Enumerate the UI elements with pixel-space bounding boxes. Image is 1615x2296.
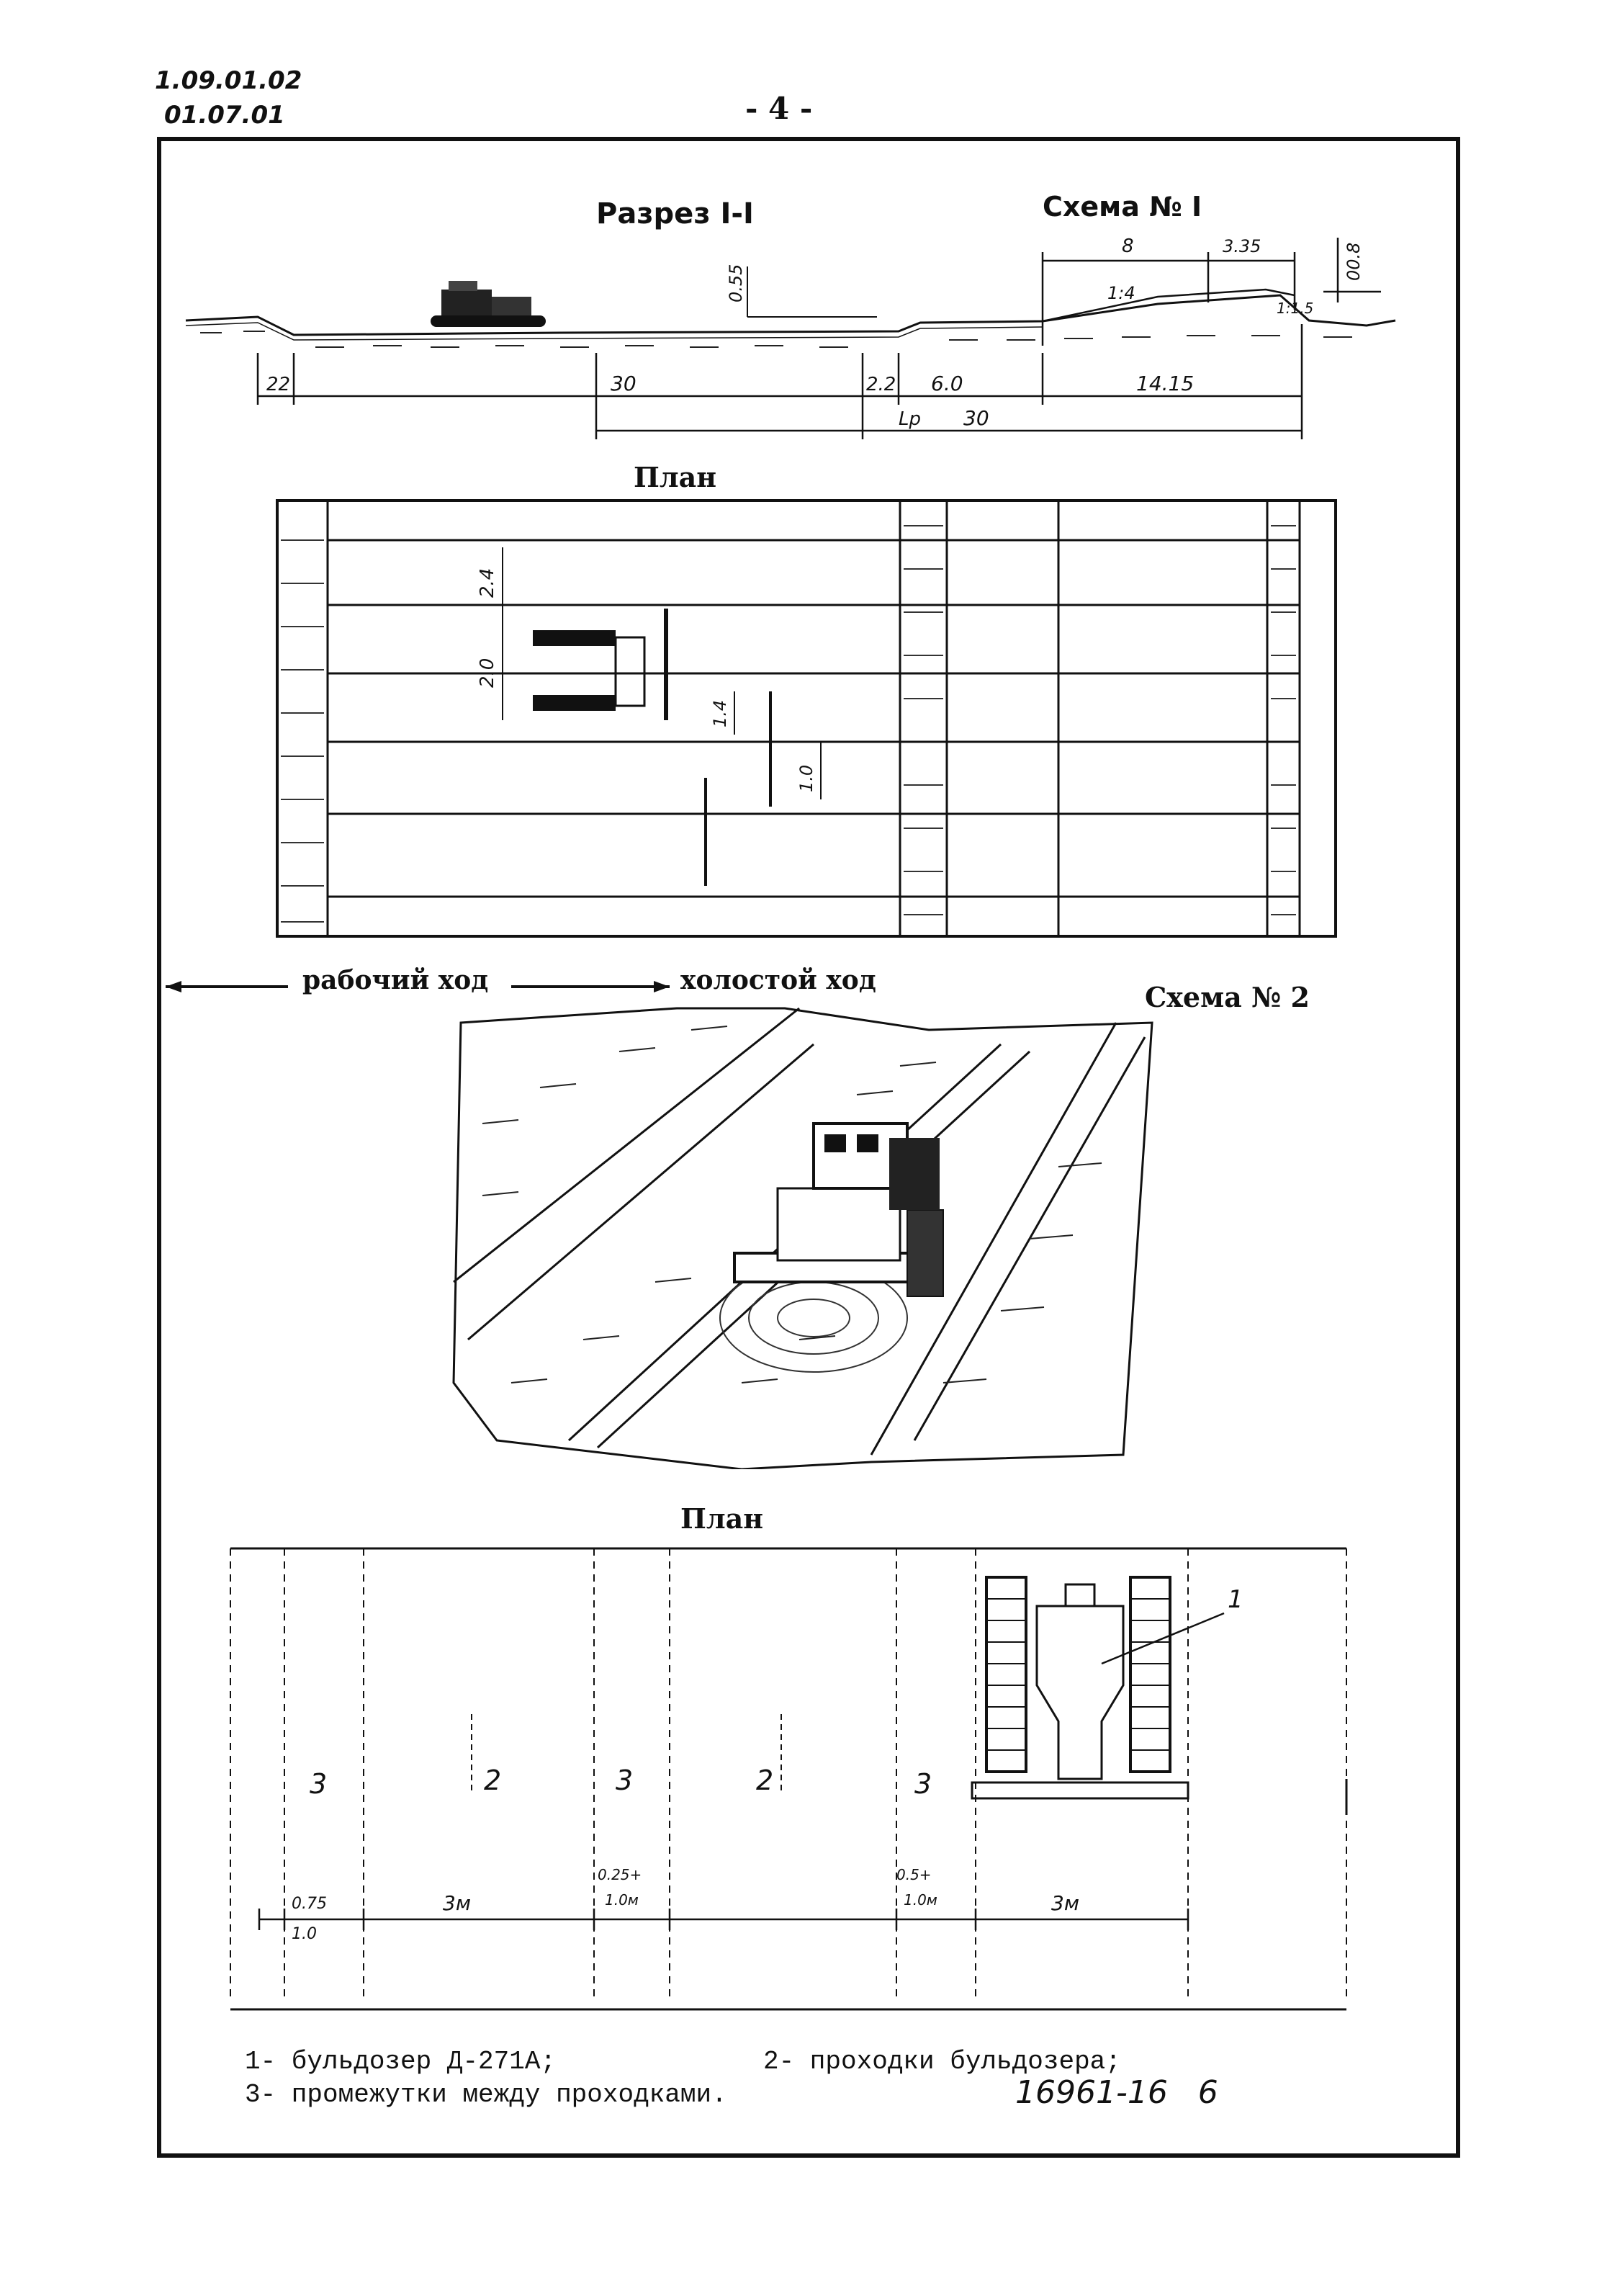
note-line2: 3- промежутки между проходками. — [245, 2080, 727, 2109]
plan2-pass-borders — [230, 1548, 1347, 2002]
soil-hatching — [200, 331, 1352, 348]
plan2-dim-3m-b: 3м — [1051, 1891, 1079, 1915]
plan2-dim-3m-a: 3м — [443, 1891, 471, 1915]
page-number: - 4 - — [745, 91, 813, 126]
note-line1-a: 1- бульдозер Д-271А; — [245, 2047, 557, 2076]
drawing-frame — [157, 137, 1460, 2158]
plan1-hatching — [281, 525, 1296, 923]
plan1-drawing: 2.4 2.0 1.4 1.0 — [276, 499, 1337, 938]
dim-top-3-35: 3.35 — [1223, 236, 1261, 256]
plan2-label-3a: 3 — [310, 1768, 327, 1800]
plan1-title: План — [634, 461, 717, 493]
plan2-dim-0-75: 0.75 — [292, 1895, 327, 1913]
dim-2-2: 2.2 — [866, 374, 896, 395]
plan1-pass-lines — [328, 539, 1300, 898]
plan2-label-1: 1 — [1228, 1585, 1243, 1614]
perspective-illustration — [452, 1007, 1153, 1469]
plan2-label-2a: 2 — [484, 1764, 501, 1796]
move-legend-arrows — [166, 981, 670, 992]
plan2-dim-0-5: 0.5+ — [896, 1866, 932, 1883]
plan2-drawing: 3 2 3 2 3 1 0.75 1. — [230, 1547, 1348, 2011]
section-i-i-drawing: Разрез I-I Схема № I 1:4 1:1.5 0.55 — [185, 191, 1396, 439]
doc-code-line1: 1.09.01.02 — [155, 66, 302, 95]
plan2-title: План — [680, 1502, 764, 1535]
dim-22: 22 — [266, 374, 290, 395]
plan2-dim-0-25: 0.25+ — [598, 1866, 642, 1883]
plan2-label-3b: 3 — [616, 1764, 633, 1796]
plan1-dim-2-4: 2.4 — [477, 568, 498, 598]
plan1-edge-strips — [326, 501, 1301, 936]
bulldozer-perspective-icon — [733, 1122, 944, 1297]
doc-code-line2: 01.07.01 — [164, 101, 285, 130]
plan2-label-3c: 3 — [914, 1768, 932, 1800]
dim-lp: Lр — [899, 408, 921, 430]
working-move-label: рабочий ход — [302, 965, 489, 995]
plan1-blade-positions — [704, 691, 772, 886]
dim-top-8: 8 — [1122, 236, 1134, 257]
plan1-dim-2-0: 2.0 — [477, 658, 498, 688]
drawing-stamp-number: 16961-16 6 — [1015, 2074, 1218, 2111]
note-line1-b: 2- проходки бульдозера; — [763, 2047, 1121, 2076]
dim-30-b: 30 — [963, 406, 989, 430]
ground-profile — [185, 288, 1396, 341]
dim-6-0: 6.0 — [931, 372, 963, 395]
plan2-dim-1-0m-b: 1.0м — [904, 1891, 937, 1909]
scheme2-title: Схема № 2 — [1145, 981, 1310, 1013]
idle-move-label: холостой ход — [680, 965, 876, 995]
dim-30-a: 30 — [611, 372, 636, 395]
slope-1-4: 1:4 — [1107, 283, 1135, 303]
bulldozer-plan-icon — [533, 609, 668, 720]
plan1-dim-lines — [502, 547, 822, 799]
section-title: Разрез I-I — [596, 197, 754, 230]
dim-0-55: 0.55 — [726, 264, 746, 302]
bottom-dimension-line-1 — [256, 324, 1303, 439]
plan1-dim-1-4: 1.4 — [710, 700, 730, 727]
plan2-label-2b: 2 — [756, 1764, 773, 1796]
plan2-dim-1-0: 1.0 — [292, 1925, 317, 1943]
plan1-dim-1-0: 1.0 — [796, 765, 817, 792]
perspective-hatching — [482, 1026, 1102, 1384]
scheme1-title: Схема № I — [1043, 191, 1202, 223]
top-dimension-lines — [1041, 238, 1381, 346]
bulldozer-section-icon — [431, 281, 546, 327]
plan2-dim-ticks — [258, 1909, 1189, 1930]
bulldozer-plan2-icon — [971, 1576, 1225, 1800]
plan2-dim-1-0m: 1.0м — [605, 1891, 639, 1909]
dim-right-0-8: 00.8 — [1344, 243, 1364, 281]
dim-14-15: 14.15 — [1136, 372, 1194, 395]
